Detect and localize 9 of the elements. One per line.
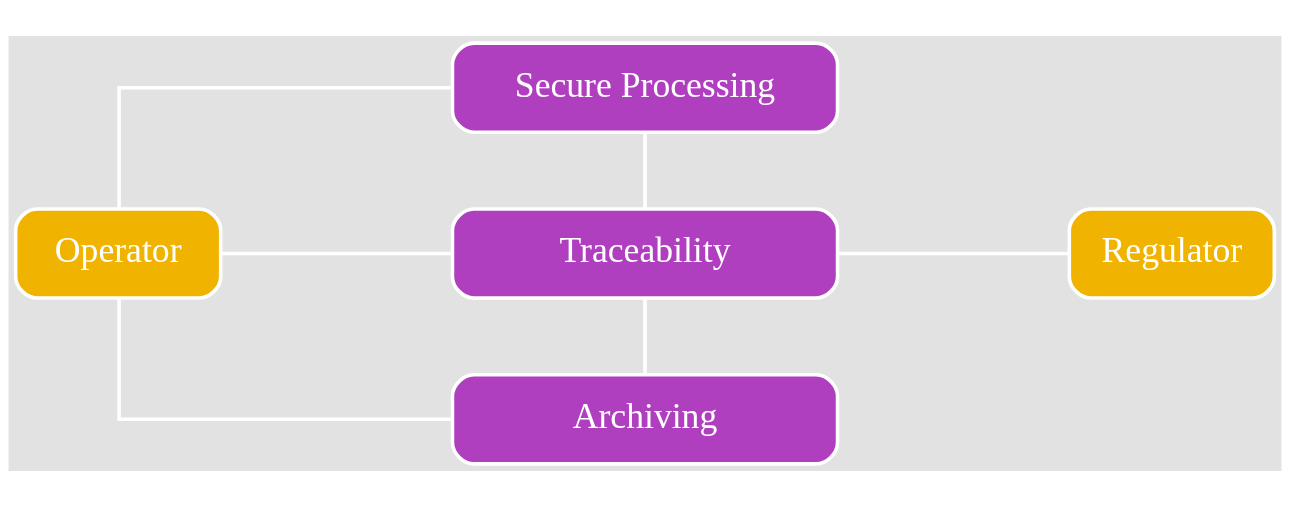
node-box: Secure Processing [450, 41, 840, 135]
connector [838, 251, 1069, 256]
connector [117, 85, 453, 209]
node-box: Operator [13, 207, 223, 300]
connector [117, 298, 453, 422]
node-box: Traceability [450, 207, 840, 300]
node-box: Regulator [1067, 207, 1277, 300]
connector [221, 251, 453, 256]
node-box: Archiving [450, 372, 840, 466]
